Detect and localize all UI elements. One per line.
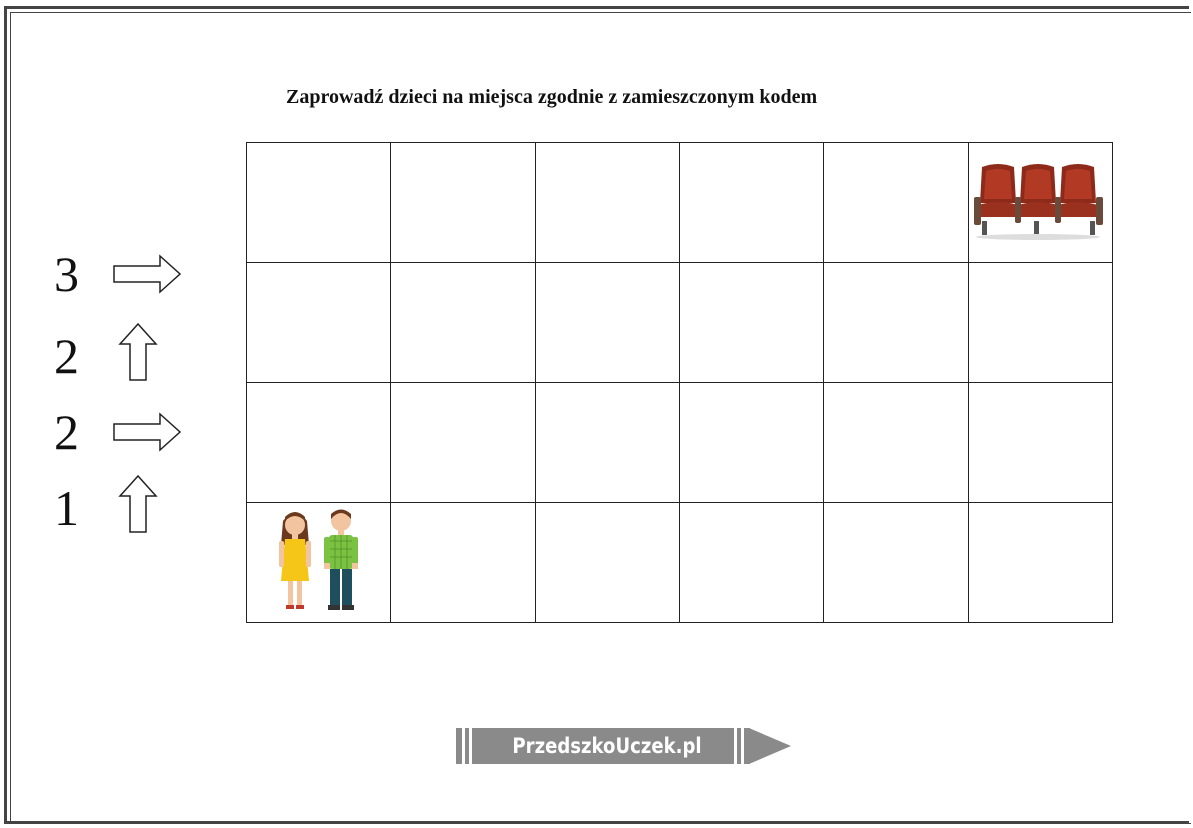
children-couple-icon	[279, 509, 358, 610]
grid-cell[interactable]	[679, 263, 825, 383]
page-frame-outer	[4, 6, 1189, 824]
grid-cell[interactable]	[968, 263, 1113, 383]
grid-cell[interactable]	[535, 503, 680, 623]
step-count: 2	[54, 404, 79, 460]
arrow-right-icon	[113, 412, 182, 452]
code-step-2: 2	[54, 322, 194, 384]
crayon-tip-icon	[749, 728, 791, 764]
grid-cell[interactable]	[679, 383, 825, 503]
grid-cell[interactable]	[968, 383, 1113, 503]
grid-cell[interactable]	[824, 503, 969, 623]
grid-cell[interactable]	[535, 143, 680, 263]
grid-cell[interactable]	[968, 503, 1113, 623]
code-step-1: 3	[54, 246, 194, 302]
theater-seats-icon	[973, 164, 1103, 240]
grid-cell[interactable]	[535, 263, 680, 383]
grid-cell[interactable]	[824, 143, 969, 263]
step-count: 2	[54, 328, 79, 384]
crayon-stripe	[469, 728, 472, 764]
grid-cell[interactable]	[391, 383, 536, 503]
grid-cell[interactable]	[535, 383, 680, 503]
grid-cell-start[interactable]	[247, 503, 392, 623]
grid-cell[interactable]	[247, 383, 392, 503]
grid-cell[interactable]	[824, 263, 969, 383]
code-step-3: 2	[54, 404, 194, 460]
crayon-stripe	[741, 728, 744, 764]
grid-cell[interactable]	[824, 383, 969, 503]
grid-cell[interactable]	[391, 143, 536, 263]
grid-cell[interactable]	[679, 503, 825, 623]
worksheet-title: Zaprowadź dzieci na miejsca zgodnie z za…	[286, 86, 818, 108]
przedszkouczek-logo: PrzedszkoUczek.pl	[456, 728, 792, 764]
grid-cell[interactable]	[247, 143, 392, 263]
code-step-4: 1	[54, 474, 194, 536]
grid-cell[interactable]	[391, 263, 536, 383]
grid-cell[interactable]	[391, 503, 536, 623]
crayon-stripe	[462, 728, 465, 764]
arrow-right-icon	[113, 254, 182, 294]
step-count: 3	[54, 246, 79, 302]
crayon-stripe	[734, 728, 737, 764]
step-count: 1	[54, 480, 79, 536]
grid-cell[interactable]	[247, 263, 392, 383]
page-frame-inner	[10, 12, 1191, 824]
crayon-body	[456, 728, 750, 764]
arrow-up-icon	[118, 474, 158, 533]
grid-cell[interactable]	[679, 143, 825, 263]
maze-grid	[246, 142, 1113, 623]
arrow-up-icon	[118, 322, 158, 381]
grid-cell-target[interactable]	[968, 143, 1113, 263]
logo-text: PrzedszkoUczek.pl	[512, 734, 702, 758]
